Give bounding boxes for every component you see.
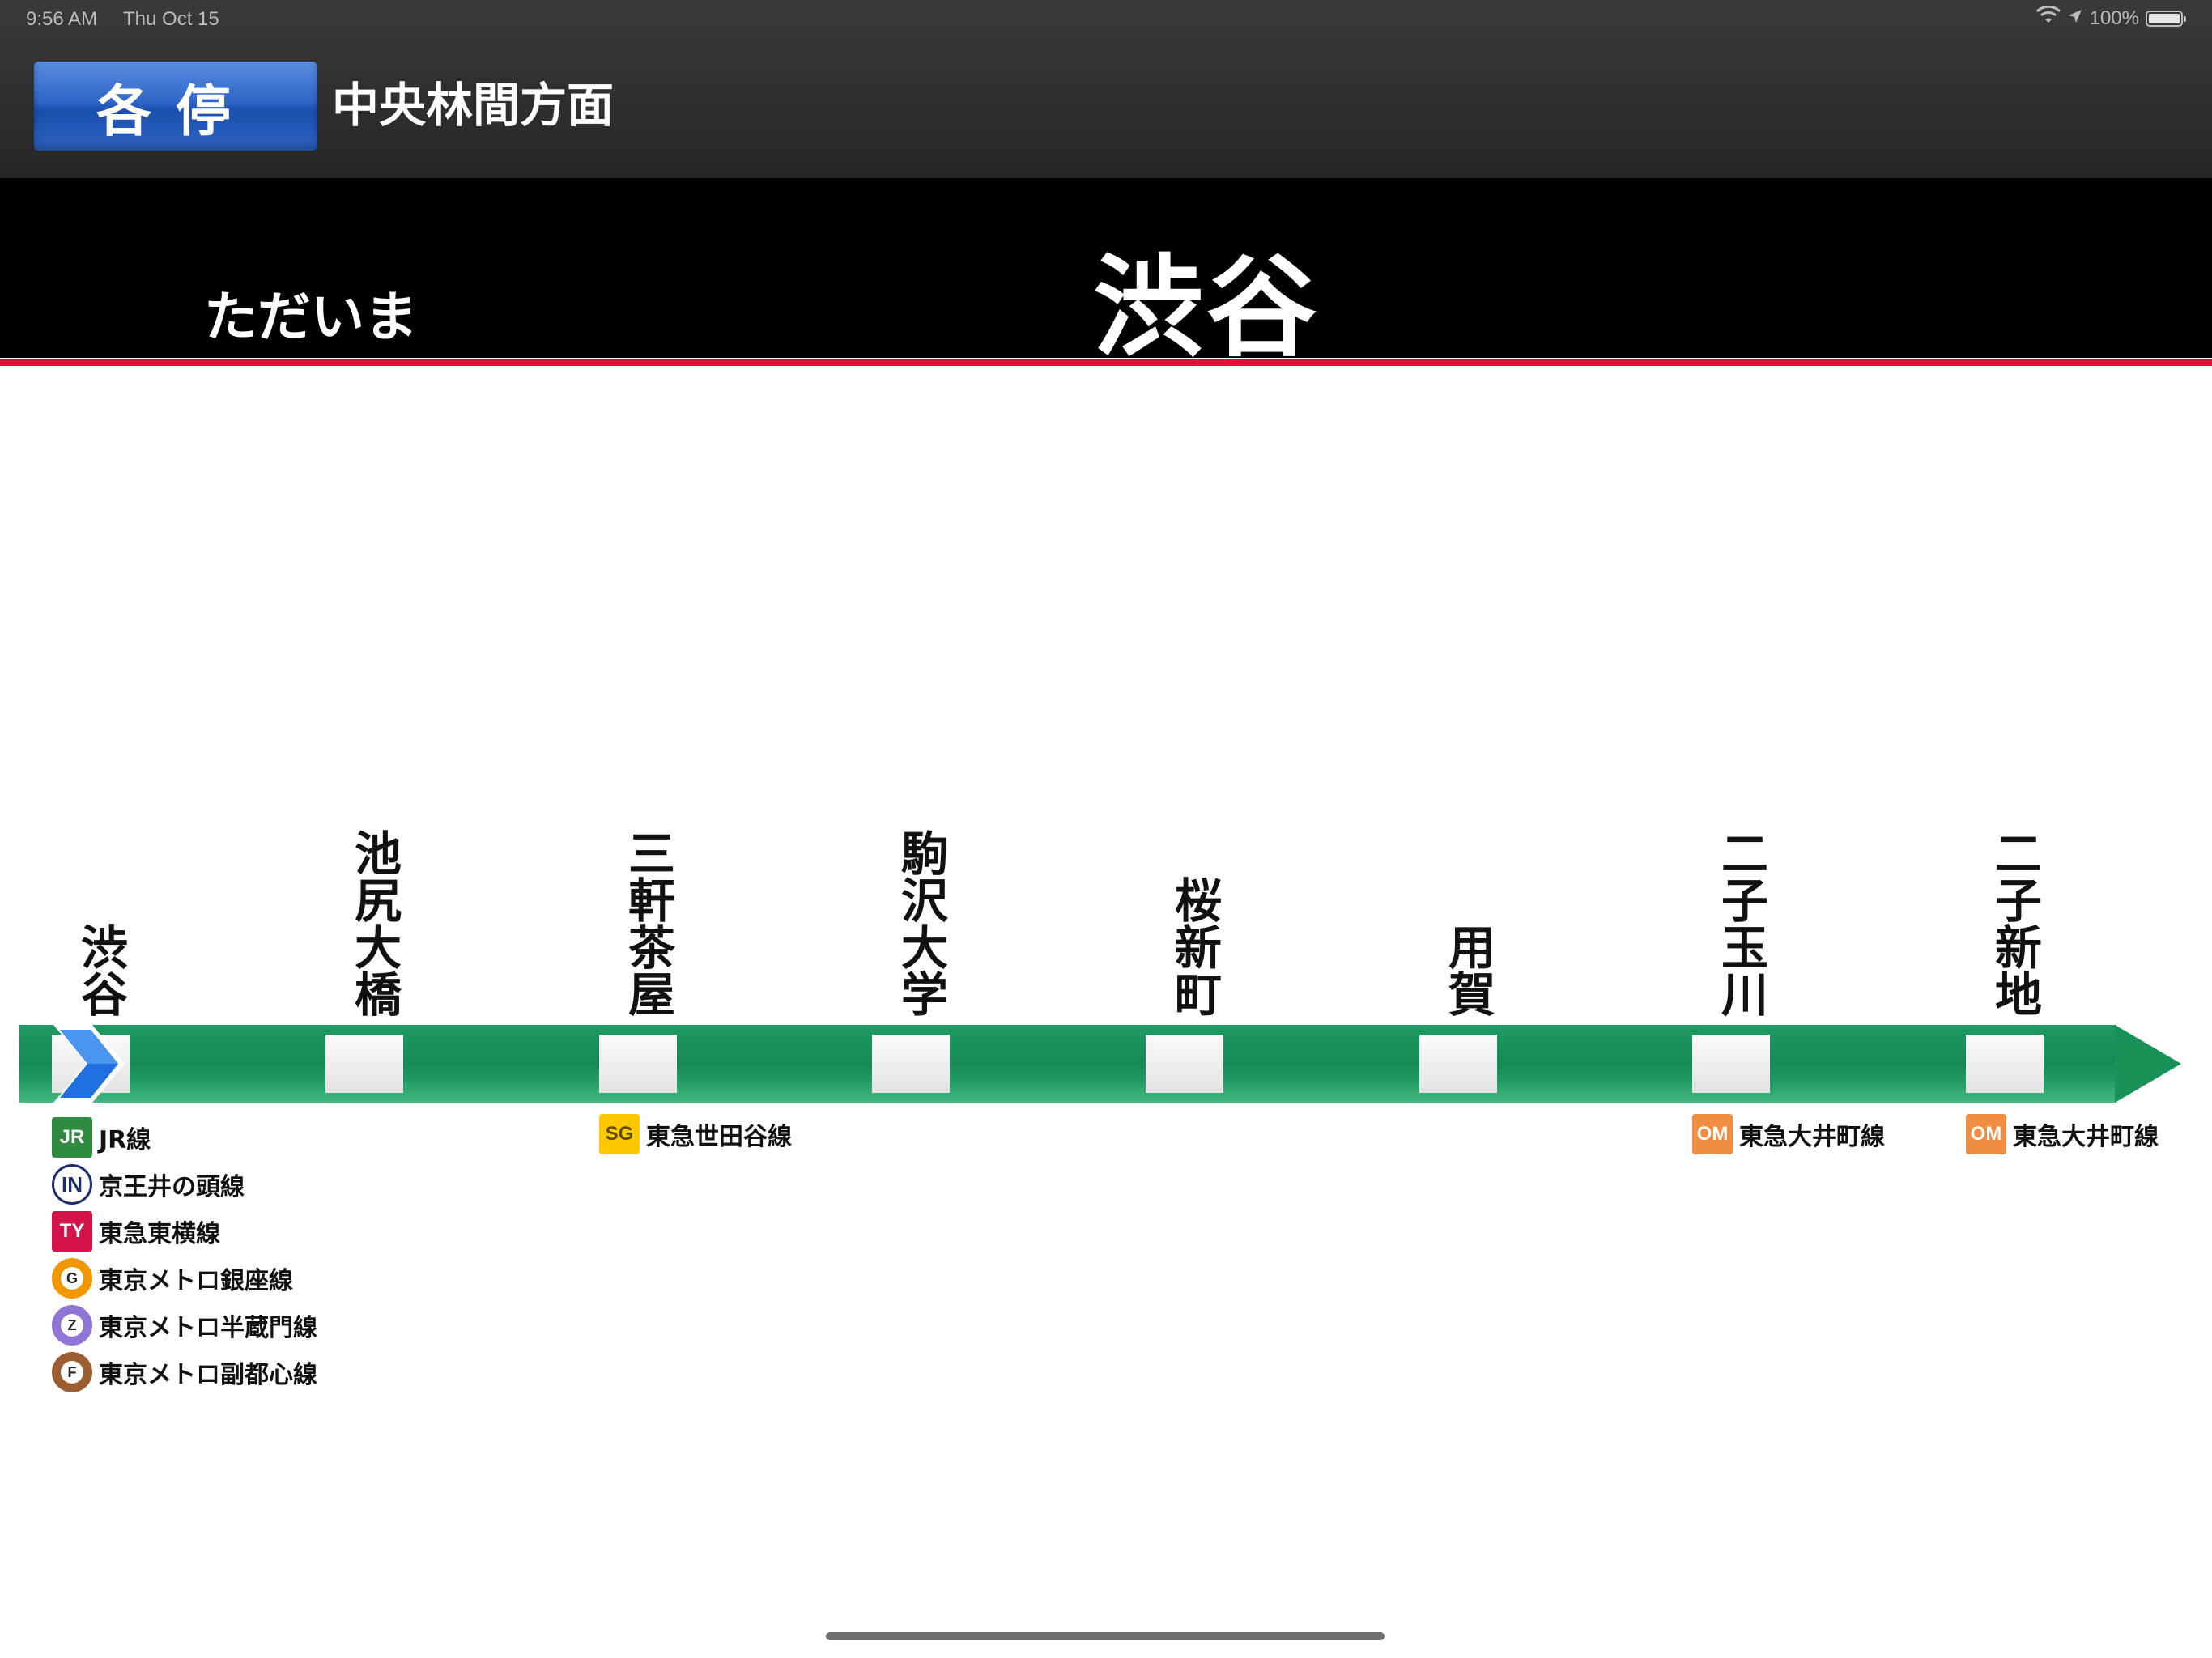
station-banner — [0, 178, 2212, 358]
transfer-item: OM 東急大井町線 — [1692, 1111, 1885, 1158]
route-direction-arrow — [2115, 1025, 2181, 1103]
stop-marker — [325, 1035, 403, 1093]
home-indicator[interactable] — [826, 1632, 1385, 1640]
station-name-sangenjaya: 三軒茶屋 — [620, 829, 675, 1017]
transfer-list-futako-tamagawa: OM 東急大井町線 — [1692, 1111, 1885, 1158]
status-date: Thu Oct 15 — [123, 8, 219, 30]
station-name-shibuya: 渋谷 — [73, 923, 128, 1017]
current-position-chevron-icon — [53, 1025, 125, 1103]
transfer-item: SG 東急世田谷線 — [599, 1111, 792, 1158]
line-code: G — [61, 1267, 83, 1290]
line-code: F — [61, 1361, 83, 1384]
transfer-list-shibuya: JR JR線 IN 京王井の頭線 TY 東急東横線 G 東京メトロ銀座線 Z 東… — [52, 1114, 317, 1396]
transfer-item: TY 東急東横線 — [52, 1208, 317, 1255]
line-ginza-icon: G — [52, 1258, 92, 1299]
stop-marker — [1966, 1035, 2044, 1093]
transfer-item: JR JR線 — [52, 1114, 317, 1161]
transfer-line-name: 東京メトロ銀座線 — [99, 1267, 293, 1295]
transfer-item: IN 京王井の頭線 — [52, 1161, 317, 1208]
transfer-line-name: 東急東横線 — [99, 1220, 220, 1248]
stop-marker — [599, 1035, 677, 1093]
transfer-list-futako-shinchi: OM 東急大井町線 — [1966, 1111, 2159, 1158]
transfer-item: G 東京メトロ銀座線 — [52, 1255, 317, 1302]
transfer-line-name: 東京メトロ副都心線 — [99, 1361, 317, 1389]
transfer-line-name: 京王井の頭線 — [99, 1173, 245, 1201]
line-setagaya-icon: SG — [599, 1114, 640, 1154]
station-name-futako-tamagawa: 二子玉川 — [1713, 829, 1768, 1017]
transfer-line-name: 東急大井町線 — [2013, 1123, 2159, 1151]
status-time: 9:56 AM — [26, 8, 98, 30]
header-bar — [0, 0, 2212, 178]
line-hanzomon-icon: Z — [52, 1305, 92, 1346]
battery-icon — [2146, 10, 2186, 27]
transfer-item: OM 東急大井町線 — [1966, 1111, 2159, 1158]
line-inokashira-icon: IN — [52, 1164, 92, 1205]
transfer-item: Z 東京メトロ半蔵門線 — [52, 1302, 317, 1349]
line-jr-icon: JR — [52, 1117, 92, 1158]
transfer-line-name: JR線 — [99, 1126, 151, 1154]
line-code: Z — [61, 1314, 83, 1337]
train-type-badge: 各停 — [34, 62, 317, 151]
status-bar: 9:56 AM Thu Oct 15 100% — [0, 0, 2212, 40]
stop-marker — [1419, 1035, 1497, 1093]
stop-marker — [1146, 1035, 1223, 1093]
stop-marker — [1692, 1035, 1770, 1093]
wifi-icon — [2035, 5, 2061, 30]
line-fukutoshin-icon: F — [52, 1352, 92, 1392]
line-oimachi-icon: OM — [1692, 1114, 1733, 1154]
station-name-yoga: 用賀 — [1440, 923, 1495, 1017]
bound-for-label: 中央林間方面 — [332, 78, 615, 133]
location-icon — [2067, 7, 2083, 30]
status-indicators: 100% — [2035, 5, 2186, 30]
station-name-futako-shinchi: 二子新地 — [1987, 829, 2042, 1017]
station-name-ikejiri-ohashi: 池尻大橋 — [347, 829, 402, 1017]
transfer-line-name: 東急世田谷線 — [646, 1123, 792, 1151]
accent-divider — [0, 359, 2212, 366]
line-toyoko-icon: TY — [52, 1211, 92, 1252]
stop-marker — [872, 1035, 950, 1093]
transfer-list-sangenjaya: SG 東急世田谷線 — [599, 1111, 792, 1158]
line-oimachi-icon: OM — [1966, 1114, 2006, 1154]
transfer-item: F 東京メトロ副都心線 — [52, 1349, 317, 1396]
arrival-state-label: ただいま — [204, 286, 418, 348]
station-name-sakura-shimmachi: 桜新町 — [1167, 876, 1222, 1017]
transfer-line-name: 東京メトロ半蔵門線 — [99, 1314, 317, 1342]
battery-percent: 100% — [2089, 6, 2139, 29]
station-name-komazawa-daigaku: 駒沢大学 — [893, 829, 948, 1017]
transfer-line-name: 東急大井町線 — [1739, 1123, 1885, 1151]
current-station-name: 渋谷 — [1093, 244, 1320, 372]
